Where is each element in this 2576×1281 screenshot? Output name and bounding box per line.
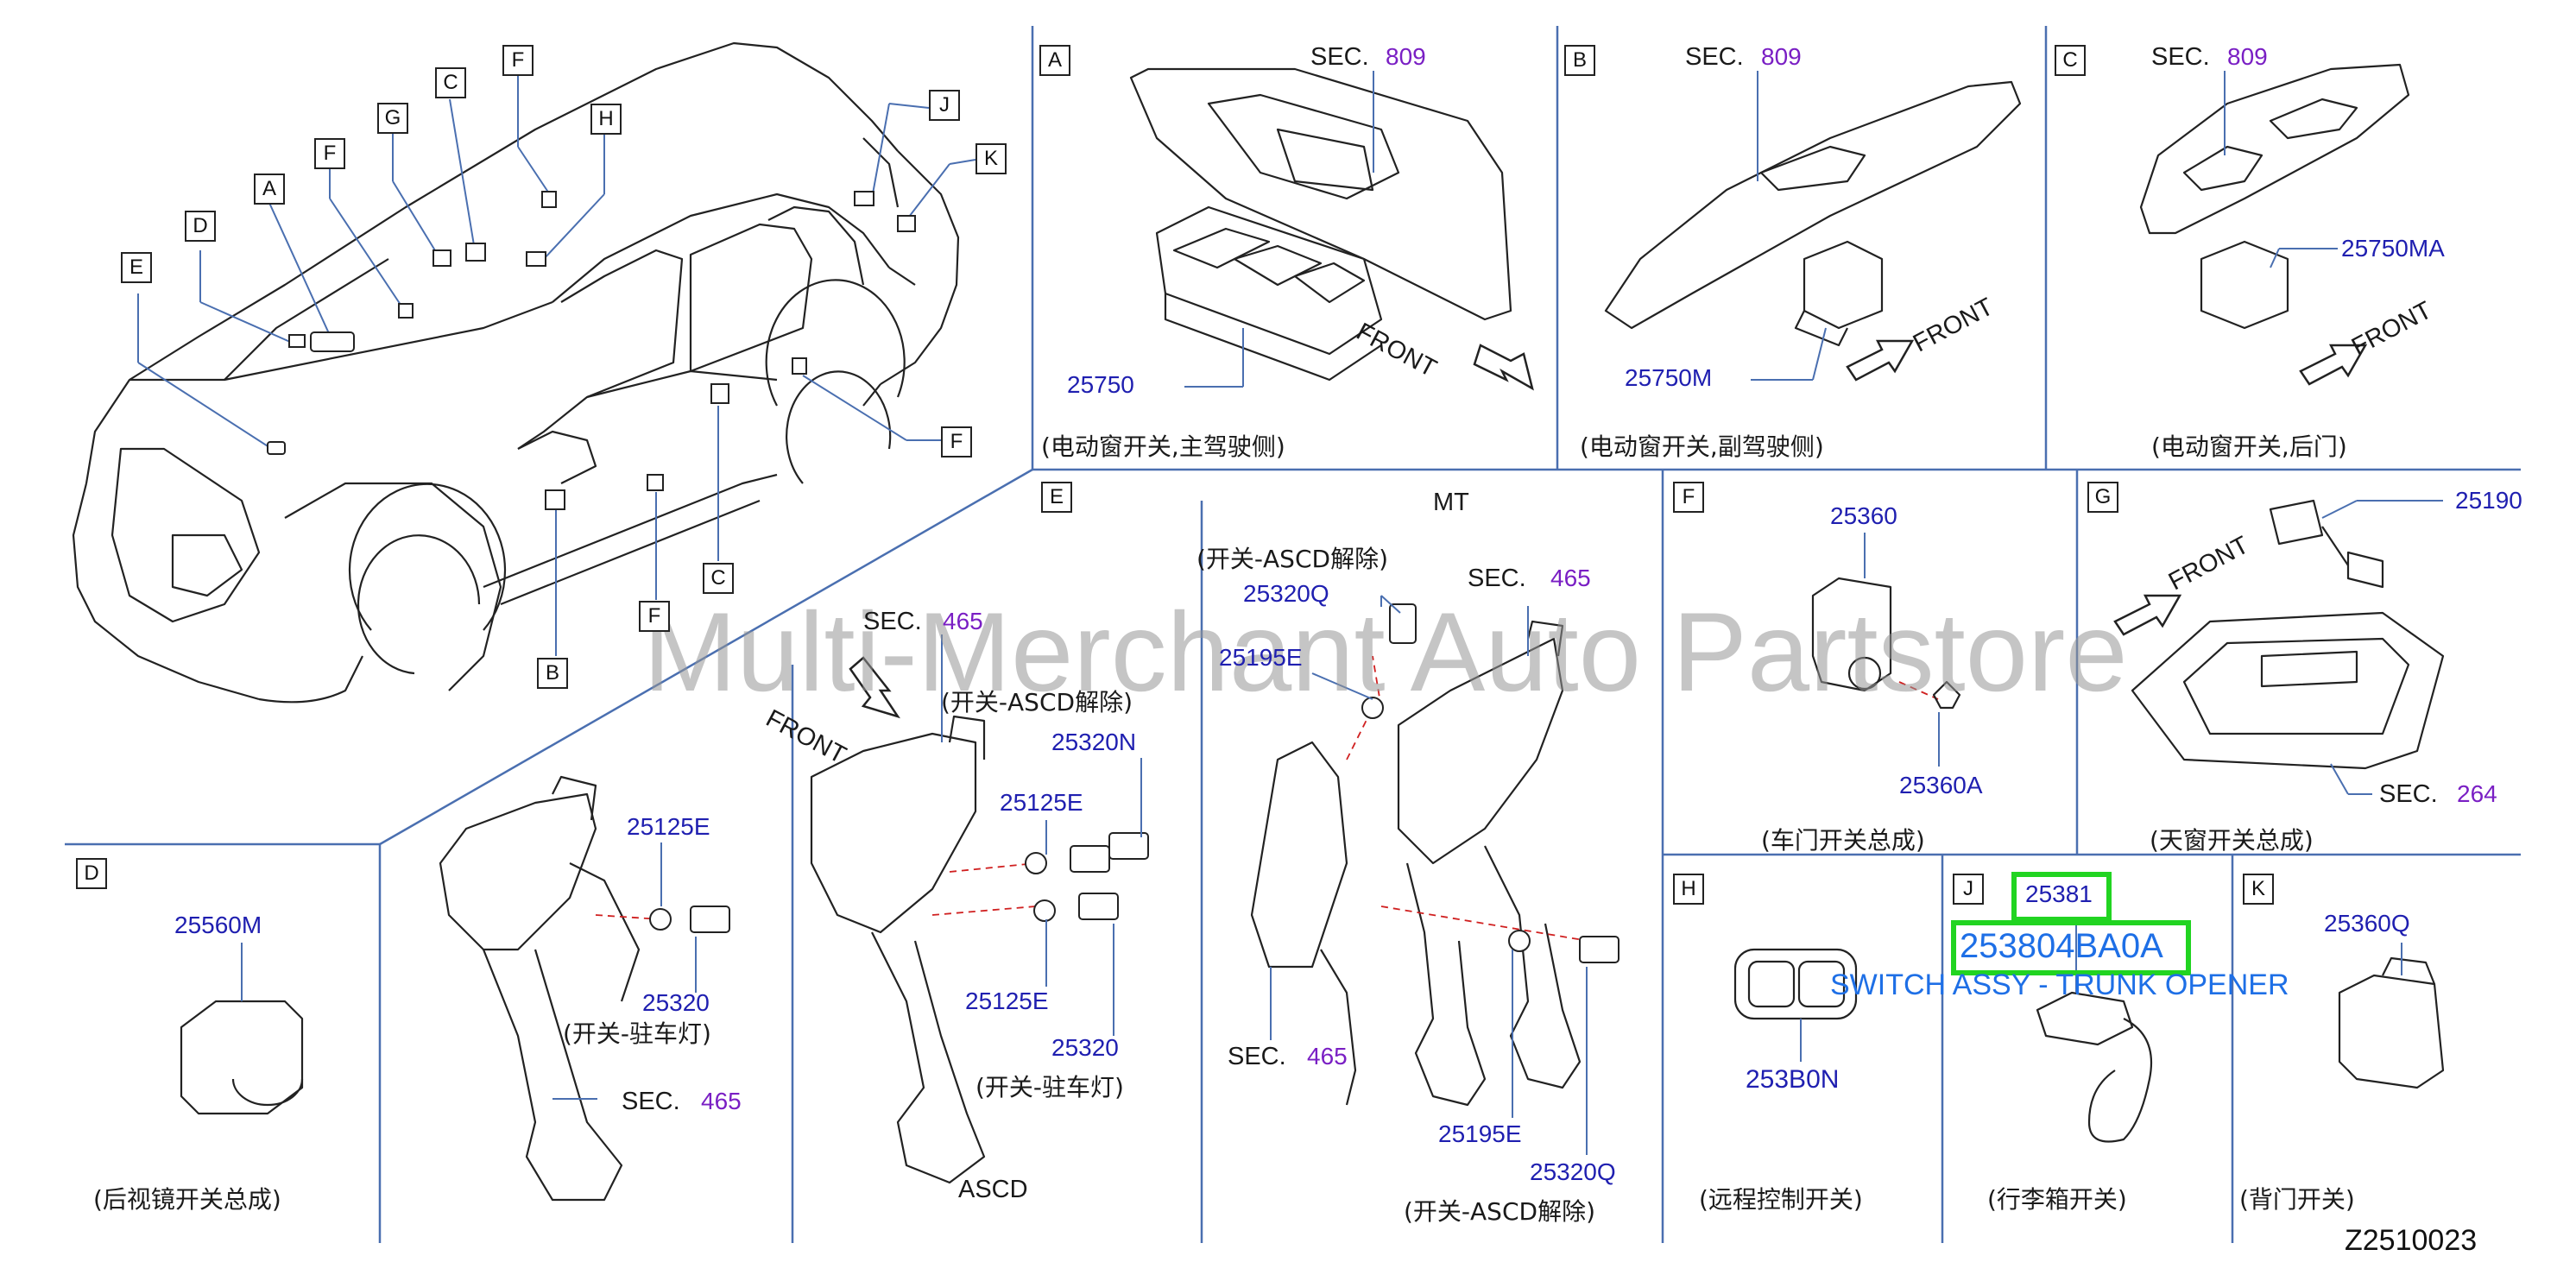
part-25125e-mid-a[interactable]: 25125E bbox=[1000, 789, 1083, 816]
panel-g-sec-no: 264 bbox=[2457, 780, 2497, 807]
panel-j-caption: (行李箱开关) bbox=[1987, 1185, 2127, 1214]
part-253804ba0a-highlight bbox=[1951, 920, 2191, 975]
part-253b0n[interactable]: 253B0N bbox=[1746, 1065, 1840, 1094]
part-25320n[interactable]: 25320N bbox=[1051, 729, 1137, 755]
part-25360q[interactable]: 25360Q bbox=[2324, 910, 2410, 937]
part-25195e-a[interactable]: 25195E bbox=[1219, 644, 1303, 671]
panel-f-caption: (车门开关总成) bbox=[1761, 826, 1925, 855]
panel-a-sec: SEC. bbox=[1310, 43, 1369, 71]
panel-c-caption: (电动窗开关,后门) bbox=[2151, 432, 2347, 461]
callout-c-1: C bbox=[435, 67, 466, 98]
part-25750m[interactable]: 25750M bbox=[1625, 364, 1713, 391]
panel-b-sec-no: 809 bbox=[1761, 43, 1802, 70]
panel-e-mid-caption-bottom: (开关-驻车灯) bbox=[975, 1073, 1124, 1101]
panel-a-sec-no: 809 bbox=[1386, 43, 1426, 70]
part-25381[interactable]: 25381 bbox=[2025, 880, 2093, 907]
panel-a-caption: (电动窗开关,主驾驶侧) bbox=[1041, 432, 1285, 461]
panel-e-ascd-label: ASCD bbox=[958, 1176, 1028, 1203]
callout-f-1: F bbox=[314, 138, 345, 169]
panel-e-mid-sec: SEC. bbox=[863, 608, 922, 635]
panel-e-right-caption-bottom: (开关-ASCD解除) bbox=[1404, 1197, 1595, 1226]
callout-g: G bbox=[377, 103, 408, 134]
callout-e: E bbox=[121, 252, 152, 283]
part-25381-highlight bbox=[2011, 872, 2112, 922]
panel-e-right-sec-no-a: 465 bbox=[1550, 565, 1591, 591]
part-25125e-mid-b[interactable]: 25125E bbox=[965, 988, 1049, 1014]
part-25195e-b[interactable]: 25195E bbox=[1438, 1120, 1522, 1147]
panel-h-letter: H bbox=[1673, 874, 1704, 905]
panel-f-letter: F bbox=[1673, 482, 1704, 513]
part-25750ma[interactable]: 25750MA bbox=[2341, 235, 2445, 262]
part-description: SWITCH ASSY - TRUNK OPENER bbox=[1830, 969, 2289, 1001]
panel-d-caption: (后视镜开关总成) bbox=[93, 1185, 281, 1214]
vehicle-drawing bbox=[72, 41, 960, 704]
panel-e-right-sec-no-b: 465 bbox=[1307, 1043, 1348, 1070]
callout-j: J bbox=[929, 90, 960, 121]
callout-b: B bbox=[537, 658, 568, 689]
callout-h: H bbox=[590, 104, 622, 135]
panel-b-sec: SEC. bbox=[1685, 43, 1744, 71]
panel-e-mid-sec-no: 465 bbox=[943, 608, 983, 634]
panel-h-caption: (远程控制开关) bbox=[1699, 1185, 1863, 1214]
panel-e-left-sec-no: 465 bbox=[701, 1088, 742, 1114]
part-253804ba0a[interactable]: 253804BA0A bbox=[1960, 927, 2163, 965]
callout-d: D bbox=[185, 211, 216, 242]
panel-c-sec: SEC. bbox=[2151, 43, 2210, 71]
panel-e-mid-caption-top: (开关-ASCD解除) bbox=[941, 688, 1133, 716]
part-25560m[interactable]: 25560M bbox=[174, 912, 262, 938]
panel-e-right-sec-b: SEC. bbox=[1228, 1043, 1286, 1070]
panel-e-left-sec: SEC. bbox=[622, 1088, 680, 1115]
callout-f-2: F bbox=[502, 45, 534, 76]
part-25360a[interactable]: 25360A bbox=[1899, 772, 1983, 798]
part-25320-left[interactable]: 25320 bbox=[642, 989, 710, 1016]
panel-b-caption: (电动窗开关,副驾驶侧) bbox=[1580, 432, 1824, 461]
part-25360[interactable]: 25360 bbox=[1830, 502, 1897, 529]
panel-e-letter: E bbox=[1041, 482, 1072, 513]
callout-a: A bbox=[254, 174, 285, 205]
diagram-code: Z2510023 bbox=[2345, 1224, 2478, 1257]
callout-f-4: F bbox=[639, 601, 670, 632]
part-25320q-b[interactable]: 25320Q bbox=[1530, 1158, 1616, 1185]
part-25125e-left[interactable]: 25125E bbox=[627, 813, 710, 840]
panel-b-letter: B bbox=[1564, 45, 1595, 76]
panel-d-letter: D bbox=[76, 858, 107, 889]
panel-g-letter: G bbox=[2087, 482, 2118, 513]
panel-c-letter: C bbox=[2055, 45, 2086, 76]
panel-j-letter: J bbox=[1953, 874, 1984, 905]
panel-g-caption: (天窗开关总成) bbox=[2150, 826, 2314, 855]
watermark-text: Multi-Merchant Auto Partstore bbox=[643, 589, 2128, 715]
panel-a-letter: A bbox=[1039, 45, 1070, 76]
panel-e-right-caption-top: (开关-ASCD解除) bbox=[1196, 545, 1388, 573]
panel-e-left-caption: (开关-驻车灯) bbox=[563, 1019, 711, 1048]
panel-e-mt-label: MT bbox=[1433, 489, 1469, 516]
callout-c-2: C bbox=[703, 563, 734, 594]
panel-g-sec: SEC. bbox=[2379, 780, 2438, 808]
part-25320-mid[interactable]: 25320 bbox=[1051, 1034, 1119, 1061]
callout-f-3: F bbox=[941, 426, 972, 458]
part-25190[interactable]: 25190 bbox=[2455, 487, 2522, 514]
panel-k-letter: K bbox=[2243, 874, 2274, 905]
callout-k: K bbox=[975, 143, 1007, 174]
part-25750[interactable]: 25750 bbox=[1067, 371, 1134, 398]
panel-k-caption: (背门开关) bbox=[2239, 1185, 2355, 1214]
part-25320q-a[interactable]: 25320Q bbox=[1243, 580, 1329, 607]
panel-c-sec-no: 809 bbox=[2227, 43, 2268, 70]
panel-e-right-sec-a: SEC. bbox=[1468, 565, 1526, 592]
